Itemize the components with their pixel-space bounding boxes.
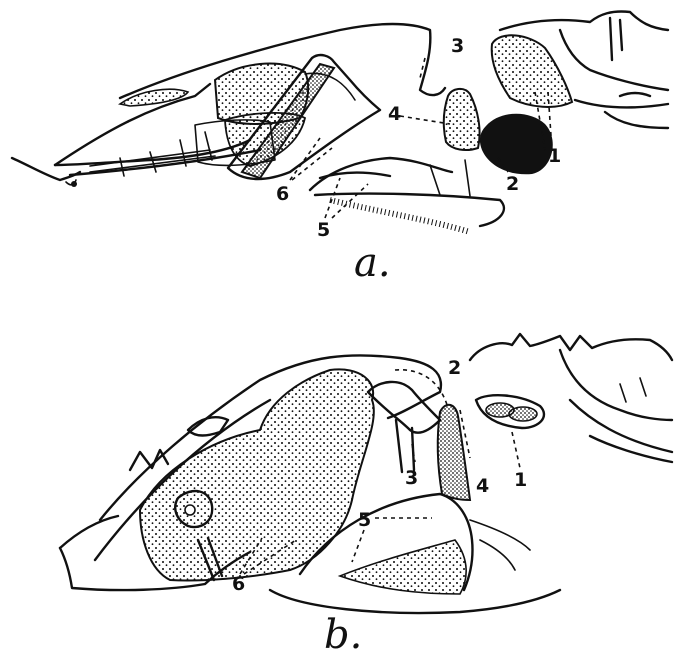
figure-b-drawing xyxy=(60,334,672,613)
fig-b-label-6: 6 xyxy=(232,573,245,595)
fig-b-label-3: 3 xyxy=(405,467,418,489)
fig-b-label-5: 5 xyxy=(358,509,371,531)
fig-b-label-2: 2 xyxy=(448,357,461,379)
fig-a-caption: a. xyxy=(354,240,391,286)
fig-a-label-3: 3 xyxy=(451,35,464,57)
fig-b-label-4: 4 xyxy=(476,475,489,497)
fig-b-label-1: 1 xyxy=(514,469,527,491)
fig-a-label-2: 2 xyxy=(506,173,519,195)
fig-a-label-5: 5 xyxy=(317,219,330,241)
fig-b-caption: b. xyxy=(324,612,362,658)
fig-a-label-4: 4 xyxy=(388,103,401,125)
fig-a-label-6: 6 xyxy=(276,183,289,205)
figure-a-drawing xyxy=(12,11,668,232)
fig-a-label-1: 1 xyxy=(548,145,561,167)
